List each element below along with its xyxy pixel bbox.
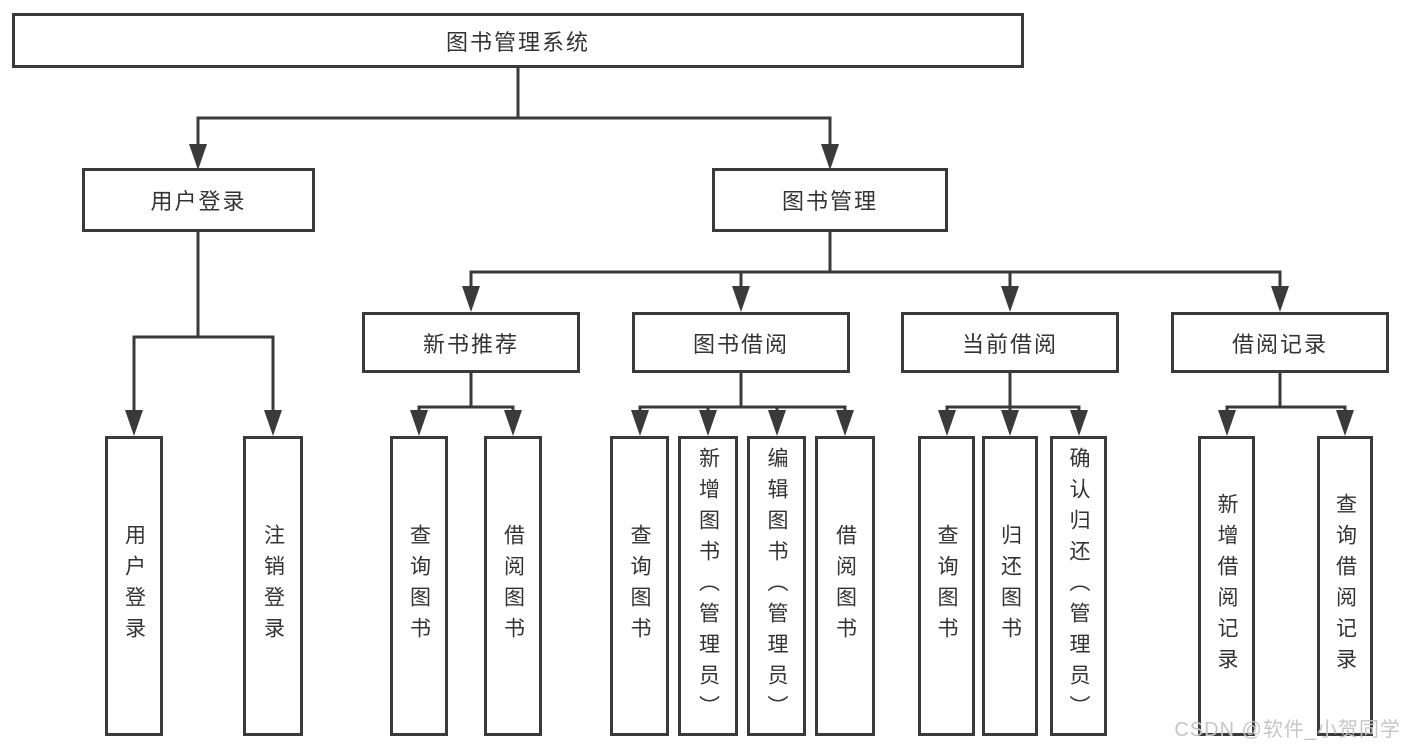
connector-lines	[132, 66, 1347, 416]
node-borrow-records-label: 借阅记录	[1231, 331, 1328, 357]
node-borrow-records: 借阅记录	[1171, 312, 1389, 373]
arrow-down-icon	[732, 286, 750, 312]
leaf-recommend-borrow-books-label: 借阅图书	[501, 524, 525, 648]
leaf-query-borrow-record-label: 查询借阅记录	[1333, 493, 1357, 679]
arrow-down-icon	[821, 144, 839, 170]
node-user-login: 用户登录	[82, 168, 315, 232]
arrow-down-icon	[462, 286, 480, 312]
leaf-add-books-admin: 新增图书（管理员）	[678, 436, 738, 736]
node-root-label: 图书管理系统	[445, 29, 590, 55]
node-user-login-label: 用户登录	[150, 189, 247, 214]
arrow-down-icon	[768, 410, 786, 436]
leaf-confirm-return-admin: 确认归还（管理员）	[1050, 436, 1107, 736]
arrowhead-icons	[125, 144, 1354, 436]
arrow-down-icon	[836, 410, 854, 436]
leaf-confirm-return-admin-label: 确认归还（管理员）	[1067, 446, 1090, 726]
leaf-add-borrow-record-label: 新增借阅记录	[1215, 493, 1238, 679]
arrow-down-icon	[1070, 410, 1088, 436]
leaf-logout-label: 注销登录	[261, 524, 285, 648]
leaf-recommend-query-books: 查询图书	[390, 436, 448, 736]
leaf-recommend-query-books-label: 查询图书	[407, 524, 431, 648]
leaf-recommend-borrow-books: 借阅图书	[484, 436, 542, 736]
leaf-query-borrow-record: 查询借阅记录	[1317, 436, 1373, 736]
arrow-down-icon	[1271, 286, 1289, 312]
leaf-current-query-books: 查询图书	[918, 436, 975, 736]
arrow-down-icon	[125, 410, 143, 436]
csdn-watermark: CSDN @软件_小贺同学	[1174, 719, 1401, 741]
node-new-book-recommend-label: 新书推荐	[422, 331, 519, 357]
node-current-borrow: 当前借阅	[901, 312, 1119, 373]
leaf-borrow-query-books-label: 查询图书	[628, 524, 651, 648]
arrow-down-icon	[410, 410, 428, 436]
node-current-borrow-label: 当前借阅	[961, 331, 1058, 357]
arrow-down-icon	[1218, 410, 1236, 436]
arrow-down-icon	[1001, 410, 1019, 436]
leaf-borrow-query-books: 查询图书	[610, 436, 669, 736]
node-new-book-recommend: 新书推荐	[362, 312, 580, 373]
arrow-down-icon	[699, 410, 717, 436]
leaf-add-books-admin-label: 新增图书（管理员）	[696, 446, 720, 726]
arrow-down-icon	[1001, 286, 1019, 312]
leaf-edit-books-admin: 编辑图书（管理员）	[747, 436, 806, 736]
leaf-add-borrow-record: 新增借阅记录	[1198, 436, 1255, 736]
node-book-management-label: 图书管理	[781, 189, 878, 214]
leaf-return-books: 归还图书	[982, 436, 1038, 736]
leaf-return-books-label: 归还图书	[998, 524, 1022, 648]
leaf-user-login-label: 用户登录	[122, 524, 146, 648]
arrow-down-icon	[631, 410, 649, 436]
leaf-edit-books-admin-label: 编辑图书（管理员）	[765, 446, 788, 726]
leaf-borrow-books: 借阅图书	[815, 436, 875, 736]
arrow-down-icon	[504, 410, 522, 436]
node-book-management: 图书管理	[712, 168, 948, 232]
leaf-current-query-books-label: 查询图书	[935, 524, 958, 648]
arrow-down-icon	[1336, 410, 1354, 436]
node-root: 图书管理系统	[12, 13, 1024, 68]
arrow-down-icon	[264, 410, 282, 436]
node-book-borrow-label: 图书借阅	[692, 331, 789, 357]
leaf-user-login: 用户登录	[105, 436, 163, 736]
node-book-borrow: 图书借阅	[632, 312, 850, 373]
arrow-down-icon	[189, 144, 207, 170]
arrow-down-icon	[938, 410, 956, 436]
leaf-logout: 注销登录	[243, 436, 303, 736]
leaf-borrow-books-label: 借阅图书	[833, 524, 857, 648]
